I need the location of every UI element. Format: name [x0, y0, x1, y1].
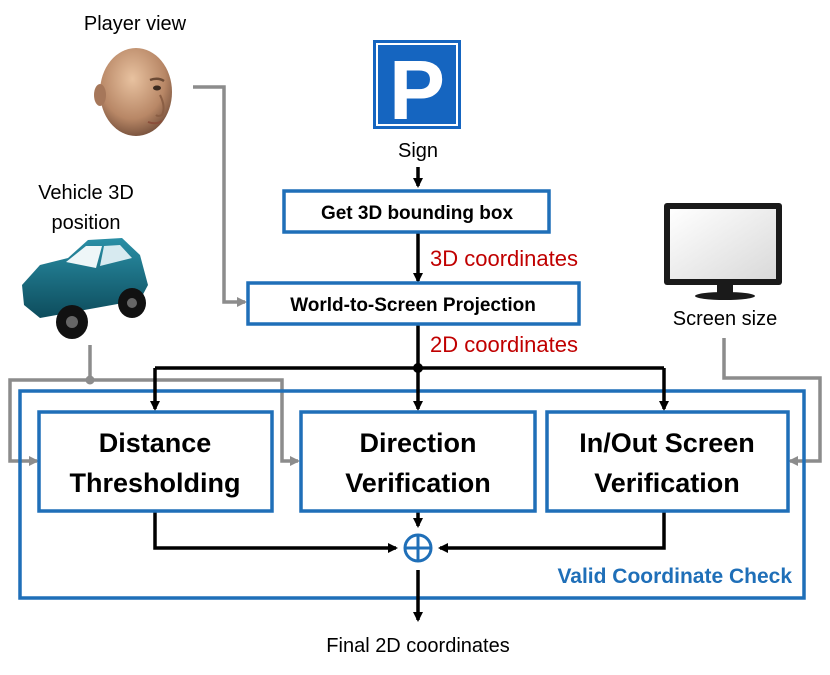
- final-output-label: Final 2D coordinates: [326, 635, 509, 657]
- parking-sign-icon: P: [373, 40, 461, 137]
- vehicle-car-icon: [22, 238, 148, 339]
- direction-verification-box: [299, 410, 537, 513]
- inout-screen-verification-box: [545, 410, 790, 513]
- coords-3d-label: 3D coordinates: [430, 246, 578, 271]
- valid-coordinate-check-group: [18, 389, 806, 600]
- vehicle-label-line2: position: [52, 212, 121, 234]
- distance-label-line2: Thresholding: [70, 468, 241, 498]
- get-bbox-label: Get 3D bounding box: [321, 203, 514, 224]
- inout-label-line1: In/Out Screen: [579, 428, 755, 458]
- distance-to-combiner: [153, 511, 398, 553]
- coords-2d-label: 2D coordinates: [430, 332, 578, 357]
- screen-size-connector: [722, 338, 822, 466]
- screen-size-label: Screen size: [673, 308, 778, 330]
- player-view-label: Player view: [84, 13, 187, 35]
- inout-label-line2: Verification: [594, 468, 740, 498]
- monitor-icon: [664, 203, 782, 300]
- vehicle-to-direction-connector: [90, 378, 300, 466]
- player-head-icon: [94, 48, 172, 136]
- parking-sign-letter: P: [389, 43, 445, 137]
- vehicle-label-line1: Vehicle 3D: [38, 182, 134, 204]
- sign-label: Sign: [398, 140, 438, 162]
- projection-label: World-to-Screen Projection: [290, 295, 536, 316]
- inout-to-combiner: [438, 511, 666, 553]
- combine-operator-icon: [403, 533, 433, 563]
- player-view-connector: [193, 85, 247, 307]
- get-bbox-box: [282, 189, 551, 234]
- distance-label-line1: Distance: [99, 428, 212, 458]
- vehicle-to-distance-connector: [8, 378, 90, 466]
- direction-label-line2: Verification: [345, 468, 491, 498]
- direction-label-line1: Direction: [359, 428, 476, 458]
- valid-coordinate-check-label: Valid Coordinate Check: [557, 565, 792, 588]
- distance-thresholding-box: [37, 410, 274, 513]
- projection-box: [246, 281, 581, 326]
